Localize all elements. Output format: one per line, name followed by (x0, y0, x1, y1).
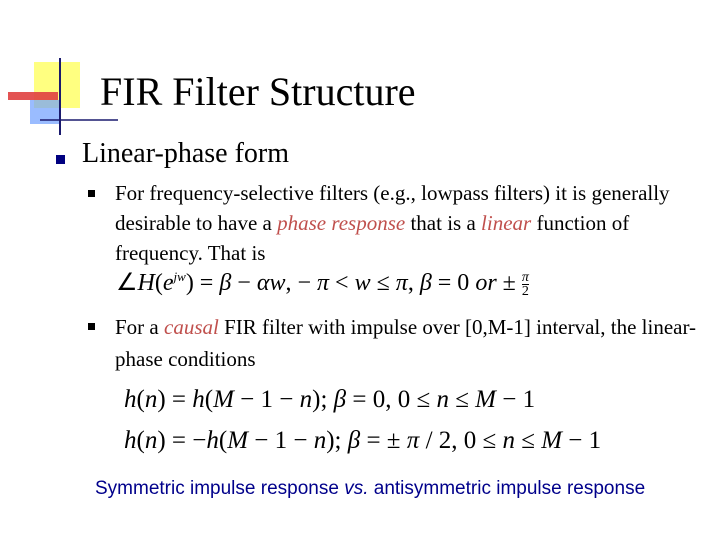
sub-bullet-1-text-middle: that is a (405, 211, 482, 235)
sub-bullet-1-text: For frequency-selective filters (e.g., l… (115, 178, 700, 268)
equation-antisymmetric-condition: h(n) = −h(M − 1 − n); β = ± π / 2, 0 ≤ n… (124, 427, 602, 454)
bullet-marker (88, 323, 95, 330)
caption-text: Symmetric impulse response vs. antisymme… (95, 478, 645, 500)
bullet-marker (56, 155, 65, 164)
causal-highlight: causal (164, 315, 219, 339)
sub-bullet-2-text-after: FIR filter with impulse over [0,M-1] int… (115, 315, 697, 371)
sub-bullet-2-text-before: For a (115, 315, 164, 339)
decorative-logo-graphic (8, 58, 118, 135)
caption-vs: vs. (344, 478, 369, 499)
sub-bullet-2-text: For a causal FIR filter with impulse ove… (115, 311, 700, 375)
sub-bullet-1-text-after: function of frequency. That is (115, 211, 630, 265)
logo-red-bar (8, 92, 58, 100)
slide-title: FIR Filter Structure (100, 69, 416, 114)
bullet-marker (88, 190, 95, 197)
equation-symmetric-condition: h(n) = h(M − 1 − n); β = 0, 0 ≤ n ≤ M − … (124, 386, 536, 413)
equation-phase-response: ∠H(ejw) = β − αw, − π < w ≤ π, β = 0 or … (116, 269, 529, 299)
phase-response-highlight: phase response (277, 211, 406, 235)
main-bullet-text: Linear-phase form (82, 138, 290, 169)
caption-part-3: antisymmetric impulse response (368, 478, 646, 499)
sub-bullet-1-text-before: For frequency-selective filters (e.g., l… (115, 181, 670, 235)
caption-part-1: Symmetric impulse response (95, 478, 345, 499)
linear-highlight: linear (481, 211, 532, 235)
